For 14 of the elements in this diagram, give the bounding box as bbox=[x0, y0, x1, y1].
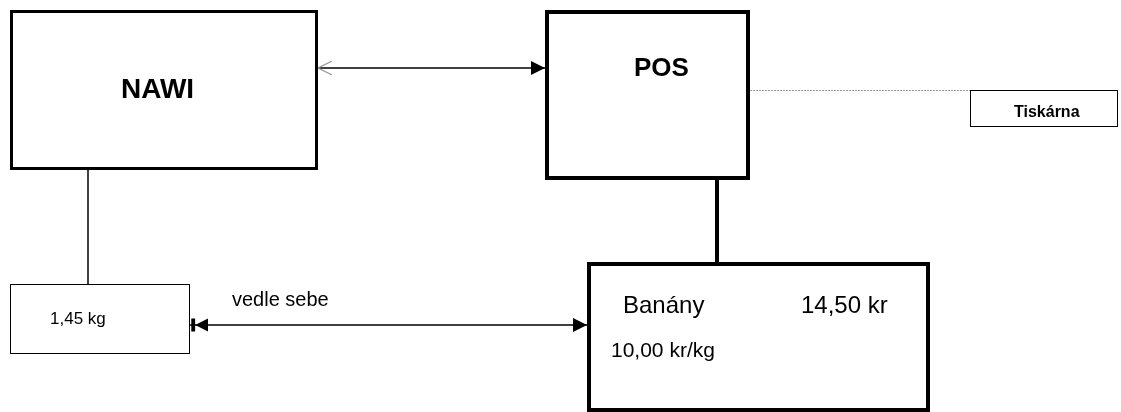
node-label: 10,00 kr/kg bbox=[611, 338, 715, 362]
node-label: POS bbox=[634, 52, 689, 83]
node-label: Tiskárna bbox=[1014, 103, 1080, 121]
arrow bbox=[189, 318, 588, 332]
arrow bbox=[317, 60, 546, 76]
node-label: Banány bbox=[623, 291, 705, 319]
node-label: NAWI bbox=[121, 73, 195, 105]
pos-box bbox=[545, 10, 750, 180]
scale-box bbox=[10, 284, 190, 354]
device-box bbox=[10, 10, 318, 170]
printer-box bbox=[970, 90, 1118, 127]
node-label: 14,50 kr bbox=[801, 291, 888, 319]
display-box bbox=[587, 262, 930, 412]
node-label: 1,45 kg bbox=[50, 309, 106, 329]
